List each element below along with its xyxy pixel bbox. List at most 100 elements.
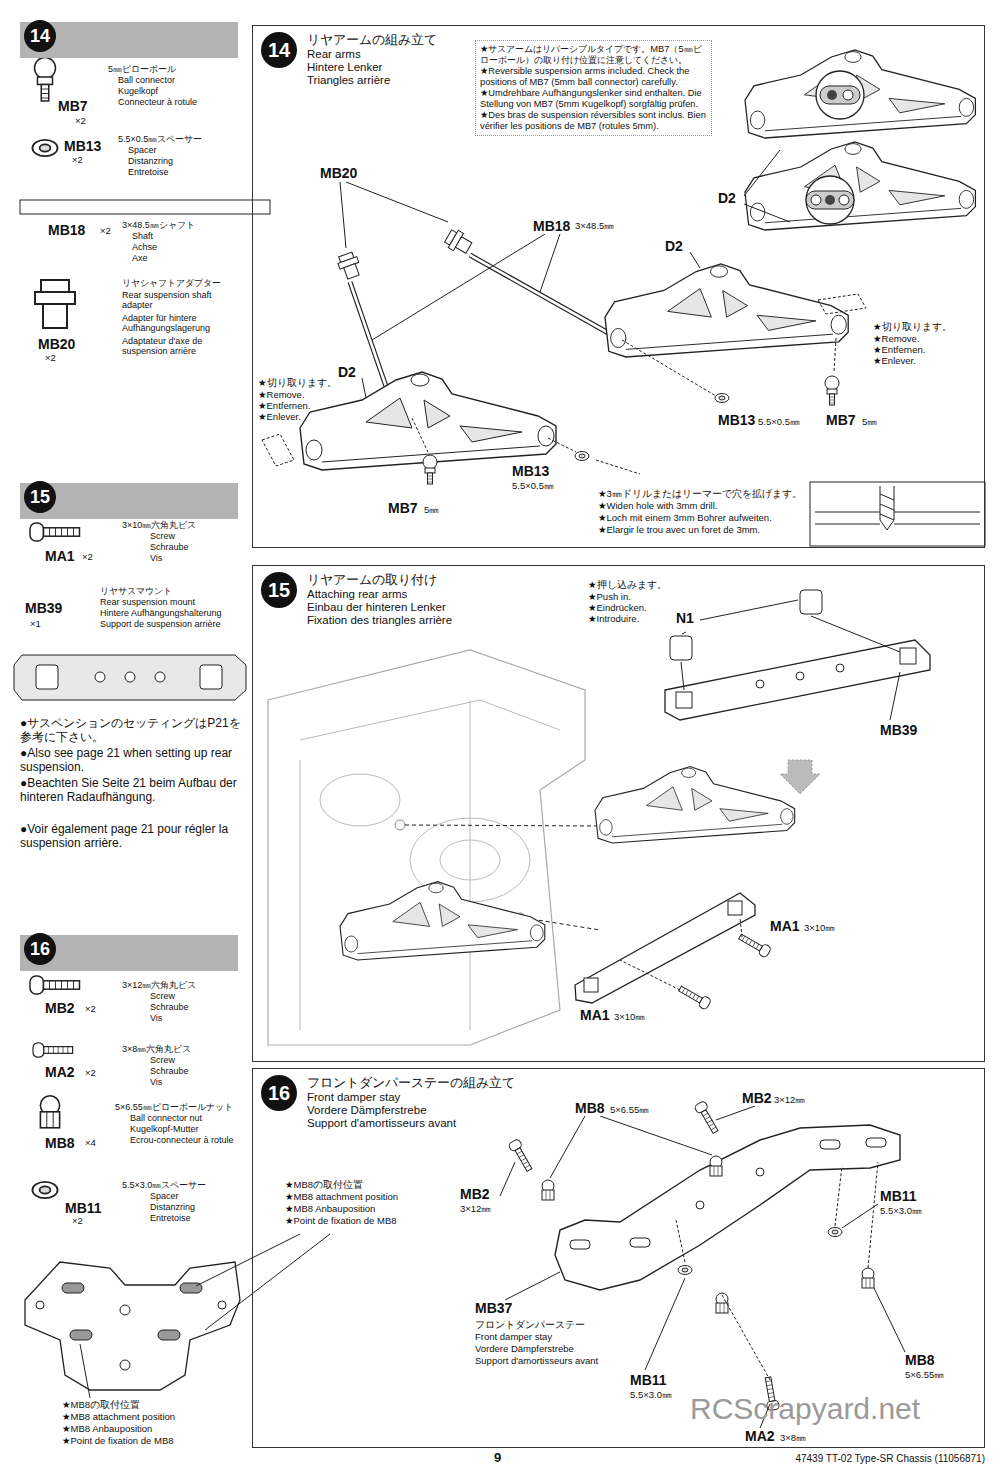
callout-label: 3×12㎜ <box>774 1095 805 1106</box>
line-art <box>20 200 270 214</box>
callout-label: ★Enlever. <box>258 412 301 423</box>
part-description: Ball connector <box>118 75 175 85</box>
line-art <box>762 1376 780 1411</box>
callout-label: ★Point de fixation de MB8 <box>62 1436 174 1447</box>
part-code: MB13 <box>718 412 755 428</box>
line-art <box>880 486 894 530</box>
callout-label: ★切り取ります。 <box>873 322 952 333</box>
callout-label: ★Introduire. <box>588 614 639 625</box>
line-art <box>605 264 848 357</box>
step-header-bar: 14 <box>20 22 238 58</box>
part-description: Spacer <box>128 145 157 155</box>
line-art <box>155 672 165 682</box>
line-art <box>828 1228 842 1237</box>
instruction-note: ●サスペンションのセッティングはP21を参考に下さい。 <box>20 716 245 744</box>
part-code: MA2 <box>45 1064 75 1080</box>
part-description: Adaptateur d'axe de suspension arrière <box>122 336 240 357</box>
part-description: リヤシャフトアダプター <box>122 278 221 288</box>
part-description: Adapter für hintere Aufhängungslagerung <box>122 313 240 334</box>
line-art <box>548 338 836 474</box>
step-title: Front damper stay <box>307 1091 984 1104</box>
line-art <box>32 140 57 156</box>
line-art <box>744 150 790 222</box>
line-art <box>825 195 835 205</box>
line-art <box>862 1268 874 1288</box>
line-art <box>890 672 900 720</box>
step-title: フロントダンパーステーの組み立て <box>307 1076 984 1091</box>
part-code: MB2 <box>45 1000 75 1016</box>
step-title: Hintere Lenker <box>307 61 984 74</box>
line-art <box>843 90 853 100</box>
step-title: Support d'amortisseurs avant <box>307 1117 984 1130</box>
quantity: ×2 <box>85 1004 96 1015</box>
line-art <box>595 767 795 843</box>
callout-label: ★Entfernen. <box>873 345 925 356</box>
callout-label: ★Loch mit einem 3mm Bohrer aufweiten. <box>598 513 772 524</box>
line-art <box>268 650 585 1045</box>
step-title: Triangles arrière <box>307 74 984 87</box>
line-art <box>630 1238 650 1247</box>
callout-label: ★Enlever. <box>873 356 916 367</box>
part-code: D2 <box>338 364 356 380</box>
step-title: Rear arms <box>307 48 984 61</box>
part-description: Rear suspension mount <box>100 597 195 607</box>
part-code: MB8 <box>905 1352 935 1368</box>
step-number: 16 <box>261 1075 297 1111</box>
line-art <box>95 672 105 682</box>
line-art <box>575 452 589 461</box>
line-art <box>158 1330 180 1340</box>
part-description: リヤサスマウント <box>100 586 172 596</box>
line-art <box>815 512 980 524</box>
part-description: 3×12㎜六角丸ビス <box>122 980 196 990</box>
part-description: Distanzring <box>150 1202 195 1212</box>
line-art <box>25 1262 240 1390</box>
line-art <box>500 1106 755 1196</box>
line-art <box>806 191 854 209</box>
quantity: ×1 <box>30 619 41 630</box>
line-art <box>800 590 822 614</box>
line-art <box>820 86 860 104</box>
note-text: ★Reversible suspension arms included. Ch… <box>480 66 707 88</box>
part-description: Axe <box>132 253 148 263</box>
part-code: MB18 <box>533 218 570 234</box>
step-panel: 15リヤアームの取り付けAttaching rear armsEinbau de… <box>252 565 985 1062</box>
line-art <box>120 1305 130 1315</box>
note-text: ★サスアームはリバーシブルタイプです。MB7（5㎜ピローボール）の取り付け位置に… <box>480 44 707 66</box>
line-art <box>372 234 560 340</box>
part-code: MB20 <box>320 165 357 181</box>
step-number: 16 <box>24 933 56 965</box>
part-code: MB2 <box>742 1090 772 1106</box>
line-art <box>745 50 975 138</box>
line-art <box>839 195 849 205</box>
line-art <box>505 1204 905 1428</box>
line-art <box>443 227 474 256</box>
line-art <box>336 251 363 280</box>
callout-label: ★MB8 attachment position <box>285 1192 398 1203</box>
line-art <box>682 600 798 634</box>
instruction-note: ●Beachten Sie Seite 21 beim Aufbau der h… <box>20 776 245 804</box>
line-art <box>570 1240 590 1249</box>
line-art <box>756 1168 764 1176</box>
part-description: Support de suspension arrière <box>100 619 221 629</box>
callout-label: Support d'amortisseurs avant <box>475 1356 598 1367</box>
part-description: Distanzring <box>128 156 173 166</box>
part-code: MB37 <box>475 1300 512 1316</box>
callout-label: ★Elargir le trou avec un foret de 3mm. <box>598 525 760 536</box>
part-description: Vis <box>150 1013 162 1023</box>
line-art <box>811 195 821 205</box>
part-description: Screw <box>150 1055 175 1065</box>
line-art <box>120 1360 130 1370</box>
part-description: Vis <box>150 553 162 563</box>
line-art <box>810 482 985 546</box>
line-art <box>825 376 839 405</box>
step-number: 14 <box>24 20 56 52</box>
callout-label: ★Widen hole with 3mm drill. <box>598 501 717 512</box>
part-description: Schraube <box>150 1066 189 1076</box>
part-code: MB39 <box>25 600 62 616</box>
line-art <box>836 664 844 672</box>
callout-label: ★Remove. <box>873 334 920 345</box>
line-art <box>728 901 742 915</box>
quantity: ×2 <box>85 1068 96 1079</box>
line-art <box>694 1100 721 1135</box>
